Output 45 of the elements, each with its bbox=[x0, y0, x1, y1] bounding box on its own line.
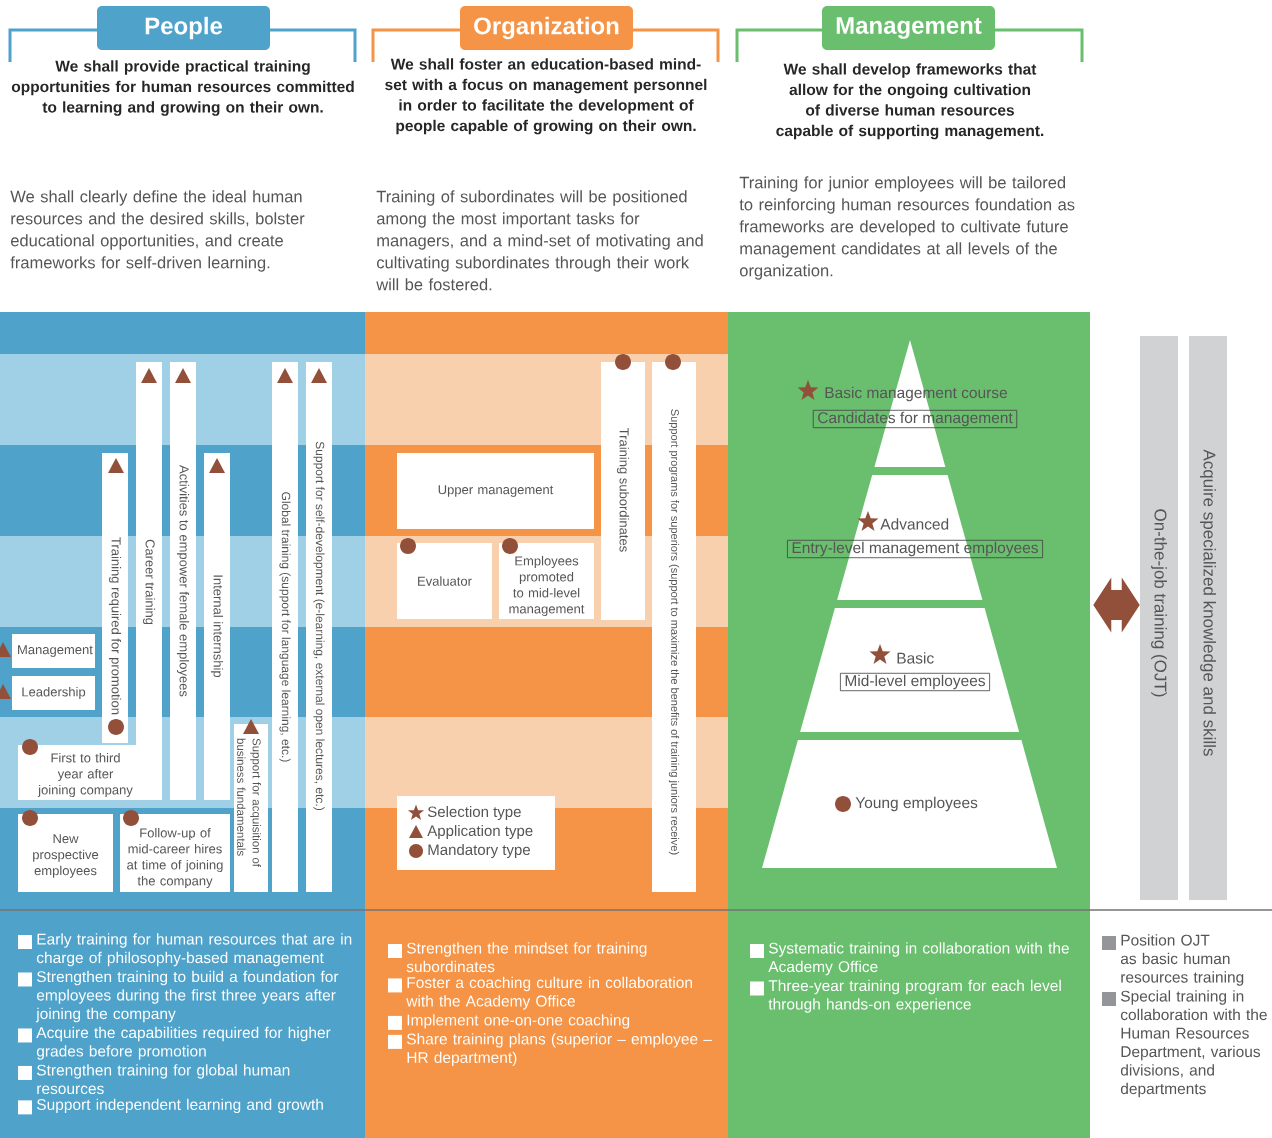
legend-item: Application type bbox=[409, 825, 533, 839]
bullet-item: Support independent learning and growth bbox=[18, 1098, 323, 1115]
bullet-item: Acquire the capabilities required for higher grades before promotion bbox=[18, 1026, 331, 1060]
program-bar: Activities to empower female employees bbox=[170, 362, 196, 800]
node-label: First to third year after joining company bbox=[37, 752, 133, 798]
bullet-item: Strengthen training for global human resources bbox=[18, 1064, 290, 1095]
bullet-item: Share training plans (superior – employee – HR department) bbox=[388, 1033, 712, 1067]
node-label: Training required for promotion bbox=[108, 537, 122, 715]
bullet-item: Systematic training in collaboration with the Academy Office bbox=[750, 942, 1069, 976]
column-bar: On-the-job training (OJT) bbox=[1140, 336, 1178, 900]
bullet-item: Strengthen the mindset for training subordinates bbox=[388, 942, 647, 973]
column-tab: Management bbox=[735, 6, 1084, 64]
program-bar: Support for acquisition of business fundamentals bbox=[234, 724, 268, 892]
note-item: Special training in collaboration with the Human Resources Department, various divisions, and departments bbox=[1102, 990, 1267, 1098]
legend-item: Mandatory type bbox=[409, 844, 530, 858]
paragraph: Training for junior employees will be tailored to reinforcing human resources foundation as frameworks are developed to cultivate future management candidates at all levels of the organization. bbox=[739, 176, 1075, 280]
label-box: Upper management bbox=[397, 453, 594, 529]
heading: We shall develop frameworks that allow for the ongoing cultivation of diverse human resources capable of supporting management. bbox=[776, 63, 1044, 140]
pyramid-tier: Basic Mid-level employees bbox=[800, 608, 1020, 732]
bullet-item: Three-year training program for each level through hands-on experience bbox=[750, 979, 1061, 1013]
label-box: Evaluator bbox=[397, 543, 492, 619]
label-box: Leadership bbox=[12, 676, 95, 710]
program-bar: Support for self-development (e-learning, external open lectures, etc.) bbox=[306, 362, 332, 892]
note-item: Position OJT as basic human resources training bbox=[1102, 934, 1244, 986]
label-box: New prospective employees bbox=[18, 814, 113, 892]
bullet-item: Implement one-on-one coaching bbox=[388, 1014, 630, 1030]
label-box: Follow-up of mid-career hires at time of joining the company bbox=[120, 814, 230, 892]
pyramid-tier: Young employees bbox=[762, 740, 1057, 868]
program-bar: Support programs for superiors (support to maximize the benefits of training juniors receive) bbox=[652, 362, 696, 892]
paragraph: Training of subordinates will be positioned among the most important tasks for managers, and a mind-set of motivating and cultivating subordinates through their work will be fostered. bbox=[376, 190, 703, 291]
program-bar: Career training bbox=[136, 362, 162, 800]
double-arrow bbox=[1093, 577, 1140, 633]
paragraph: We shall clearly define the ideal human resources and the desired skills, bolster educational opportunities, and create frameworks for self-driven learning. bbox=[10, 190, 305, 272]
legend-item: Selection type bbox=[407, 804, 521, 820]
bullet-item: Foster a coaching culture in collaboration with the Academy Office bbox=[388, 976, 692, 1010]
bullet-item: Early training for human resources that are in charge of philosophy-based management bbox=[18, 933, 352, 967]
label-box: Management bbox=[12, 634, 95, 668]
heading: We shall foster an education-based mind-set with a focus on management personnel in order to facilitate the development of people capable of growing on their own. bbox=[385, 58, 707, 135]
column-bar: Acquire specialized knowledge and skills bbox=[1189, 336, 1227, 900]
label-box: Employees promoted to mid-level management bbox=[499, 543, 594, 619]
program-bar: Internal internship bbox=[204, 453, 230, 800]
program-bar: Training required for promotion bbox=[102, 453, 128, 743]
program-bar: Global training (support for language learning, etc.) bbox=[272, 362, 298, 892]
program-bar: Training subordinates bbox=[601, 362, 645, 620]
bullet-item: Strengthen training to build a foundation for employees during the first three years after joining the company bbox=[18, 970, 339, 1023]
